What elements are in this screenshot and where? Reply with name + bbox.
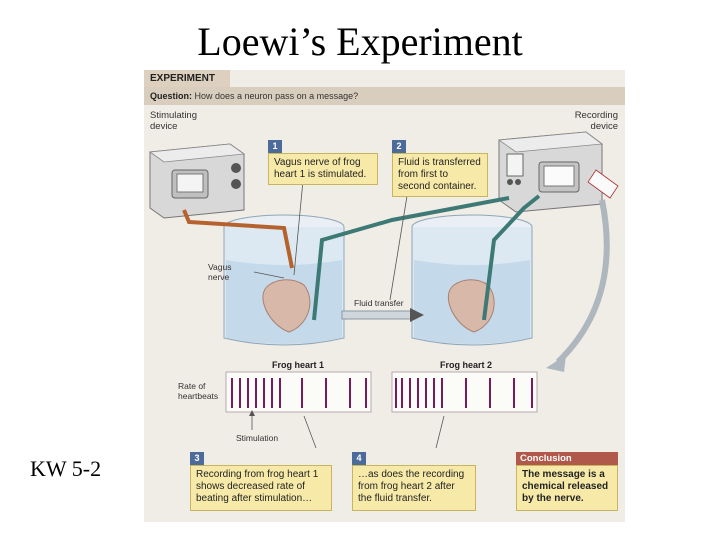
- step-1-callout: Vagus nerve of frog heart 1 is stimulate…: [268, 153, 378, 185]
- rate-of-heartbeats-label: Rate of heartbeats: [178, 381, 219, 401]
- slide-side-label: KW 5-2: [30, 456, 102, 481]
- experiment-illustration: [148, 131, 619, 449]
- fluid-transfer-label: Fluid transfer: [354, 298, 404, 308]
- stimulation-label: Stimulation: [236, 433, 279, 443]
- step-1-badge: 1: [268, 140, 282, 153]
- question-text: How does a neuron pass on a message?: [194, 91, 359, 101]
- beaker-2-icon: [411, 214, 533, 346]
- curved-arrow-icon: [555, 199, 610, 365]
- fluid-transfer-pipe: [341, 310, 415, 320]
- step-4-badge: 4: [352, 452, 366, 465]
- question-prefix: Question:: [150, 91, 192, 101]
- conclusion-heading: Conclusion: [516, 452, 618, 465]
- recording-tube-1: [312, 196, 510, 321]
- recording-device-label: Recording device: [574, 110, 618, 132]
- stimulating-device-icon: [148, 143, 246, 219]
- frog-heart-2-label: Frog heart 2: [440, 360, 493, 370]
- stimulating-device-label: Stimulating device: [150, 110, 197, 132]
- stimulator-wire: [182, 209, 294, 269]
- heartbeat-recording-1: [225, 371, 372, 413]
- slide-title: Loewi’s Experiment: [197, 19, 523, 64]
- question-bar: Question: How does a neuron pass on a me…: [144, 87, 625, 105]
- experiment-figure: EXPERIMENT Question: How does a neuron p…: [144, 70, 625, 522]
- step-3-callout: Recording from frog heart 1 shows decrea…: [190, 465, 332, 511]
- step-4-callout: …as does the recording from frog heart 2…: [352, 465, 476, 511]
- step-2-callout: Fluid is transferred from first to secon…: [392, 153, 488, 197]
- step-2-badge: 2: [392, 140, 406, 153]
- step-3-badge: 3: [190, 452, 204, 465]
- vagus-nerve-label: Vagus nerve: [208, 262, 232, 282]
- experiment-tab: EXPERIMENT: [144, 70, 230, 87]
- conclusion-callout: The message is a chemical released by th…: [516, 465, 618, 511]
- beaker-1-icon: [223, 214, 345, 346]
- recording-tube-2: [482, 194, 541, 321]
- fluid-transfer-arrow-icon: [410, 308, 424, 322]
- heartbeat-recording-2: [391, 371, 538, 413]
- recording-device-icon: [497, 131, 619, 213]
- frog-heart-1-label: Frog heart 1: [272, 360, 325, 370]
